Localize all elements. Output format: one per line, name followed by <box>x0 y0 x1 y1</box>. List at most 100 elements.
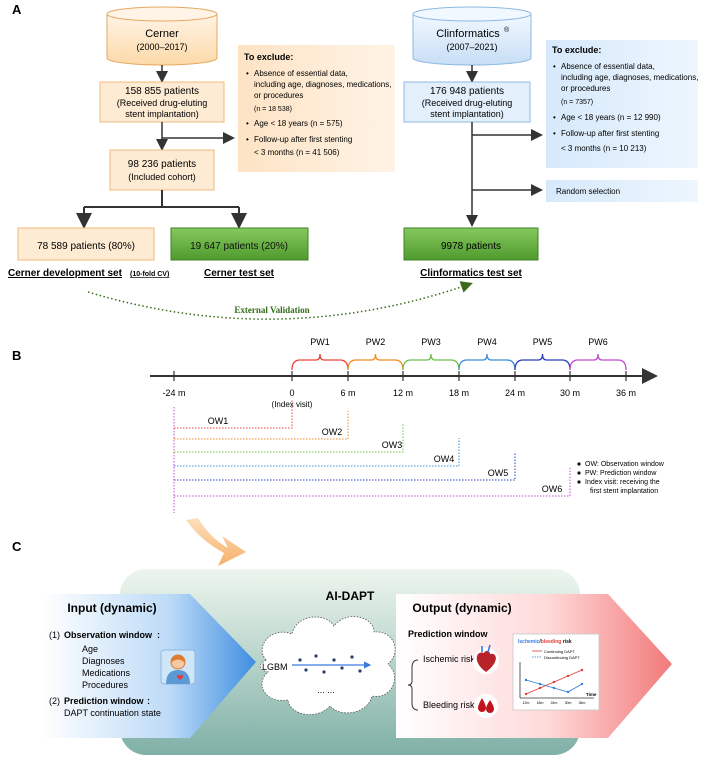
ow-label: OW3 <box>382 440 403 450</box>
cerner-exclude-box <box>238 45 395 172</box>
clinformatics-initial-box <box>403 81 531 123</box>
bullet: • <box>246 119 249 128</box>
clin-exclude-b1b: including age, diagnoses, medications, <box>561 73 698 82</box>
bullet: • <box>553 113 556 122</box>
input-item2: Prediction window <box>64 696 145 706</box>
ow-label: OW2 <box>322 427 343 437</box>
input-arrow-panel <box>42 594 256 738</box>
timeline-tick-label: 30 m <box>560 388 580 398</box>
timeline-tick-label: 36 m <box>616 388 636 398</box>
cerner-years: (2000–2017) <box>136 42 187 52</box>
chart-legend-discontinuing: Discontinuing DAPT <box>544 655 580 660</box>
pw-label: PW6 <box>588 337 608 347</box>
ow-line <box>174 424 404 453</box>
clin-initial-desc2: stent implantation) <box>430 109 504 119</box>
observation-item: Diagnoses <box>82 656 125 666</box>
clin-test-label: Clinformatics test set <box>420 268 522 279</box>
ow-label: OW5 <box>488 468 509 478</box>
clin-test-count: 9978 patients <box>441 241 501 252</box>
timeline-tick-label: 18 m <box>449 388 469 398</box>
clin-initial-count: 176 948 patients <box>430 86 504 97</box>
transition-arrow <box>186 518 246 566</box>
panel-b-label: B <box>12 348 21 363</box>
cerner-exclude-b1a: Absence of essential data, <box>254 69 348 78</box>
cerner-initial-desc2: stent implantation) <box>125 109 199 119</box>
cerner-exclude-b2: Age < 18 years (n = 575) <box>254 119 343 128</box>
ow-line <box>174 438 460 467</box>
cerner-dev-count: 78 589 patients (80%) <box>37 241 135 252</box>
pw-label: PW2 <box>366 337 386 347</box>
ow-line <box>174 411 349 440</box>
ow-line <box>174 400 293 429</box>
cerner-test-count: 19 647 patients (20%) <box>190 241 288 252</box>
cerner-name: Cerner <box>145 28 179 40</box>
ai-dapt-title: AI-DAPT <box>326 589 375 603</box>
panel-b-legend: OW: Observation window PW: Prediction wi… <box>577 461 665 495</box>
panel-c-label: C <box>12 539 22 554</box>
cerner-initial-desc1: (Received drug-eluting <box>117 98 208 108</box>
cerner-exclude-b3b: < 3 months (n = 41 506) <box>254 148 340 157</box>
input-item1: Observation window <box>64 630 153 640</box>
input-item2-num: (2) <box>49 696 60 706</box>
timeline-tick-label: 12 m <box>393 388 413 398</box>
chart-tick: 36m <box>579 701 586 705</box>
clin-exclude-b3a: Follow-up after first stenting <box>561 129 659 138</box>
pw-brace <box>514 353 571 371</box>
input-item1-colon: : <box>157 630 160 640</box>
cerner-cohort-box <box>109 149 215 191</box>
lgbm-tree-icon <box>292 654 372 674</box>
pw-brace <box>291 353 349 371</box>
pw-label: PW5 <box>533 337 553 347</box>
pw-label: PW3 <box>421 337 441 347</box>
clinformatics-name: Clinformatics <box>436 28 500 40</box>
prediction-window-label: Prediction window <box>408 629 489 639</box>
chart-tick: 18m <box>537 701 544 705</box>
ellipsis-label: ... ... <box>317 685 335 695</box>
risk-chart <box>512 633 600 711</box>
pw-brace <box>458 353 516 371</box>
panel-a-label: A <box>12 2 22 17</box>
chart-tick: 12m <box>523 701 530 705</box>
risk-chart-title: Ischemic/bleeding risk <box>518 639 572 645</box>
bullet: • <box>246 69 249 78</box>
clin-exclude-b2: Age < 18 years (n = 12 990) <box>561 113 661 122</box>
input-title: Input (dynamic) <box>67 601 156 615</box>
chart-tick: 30m <box>565 701 572 705</box>
cerner-initial-count: 158 855 patients <box>125 86 199 97</box>
ow-label: OW1 <box>208 416 229 426</box>
clinformatics-registered: ® <box>504 26 510 34</box>
cerner-exclude-b3a: Follow-up after first stenting <box>254 135 352 144</box>
cerner-test-label: Cerner test set <box>204 268 275 279</box>
pw-brace <box>347 353 404 371</box>
timeline-tick-label: 0 <box>289 388 294 398</box>
cerner-dev-box <box>17 227 155 261</box>
ow-label: OW4 <box>434 454 455 464</box>
lgbm-label: LGBM <box>262 662 288 672</box>
clinformatics-years: (2007–2021) <box>446 42 497 52</box>
ow-line <box>174 468 571 497</box>
clin-initial-desc1: (Received drug-eluting <box>422 98 513 108</box>
prediction-window-braces: PW1 PW2 PW3 PW4 PW5 PW6 <box>291 337 627 371</box>
pw-label: PW1 <box>310 337 330 347</box>
clin-exclude-box <box>546 40 698 168</box>
random-selection-label: Random selection <box>556 187 620 196</box>
cerner-exclude-title: To exclude: <box>244 52 293 62</box>
ischemic-risk-label: Ischemic risk <box>423 654 476 664</box>
cerner-exclude-b1b: including age, diagnoses, medications, <box>254 80 391 89</box>
observation-item: Medications <box>82 668 131 678</box>
timeline-tick-label: -24 m <box>162 388 185 398</box>
cerner-test-box <box>170 227 309 261</box>
bullet: • <box>553 129 556 138</box>
clin-exclude-b1a: Absence of essential data, <box>561 62 655 71</box>
input-item2-sub: DAPT continuation state <box>64 708 161 718</box>
external-validation-label: External Validation <box>234 305 309 315</box>
chart-legend-continuing: Continuing DAPT <box>544 649 575 654</box>
cerner-exclude-b1n: (n = 18 538) <box>254 106 292 113</box>
pw-brace <box>402 353 460 371</box>
pw-label: PW4 <box>477 337 497 347</box>
